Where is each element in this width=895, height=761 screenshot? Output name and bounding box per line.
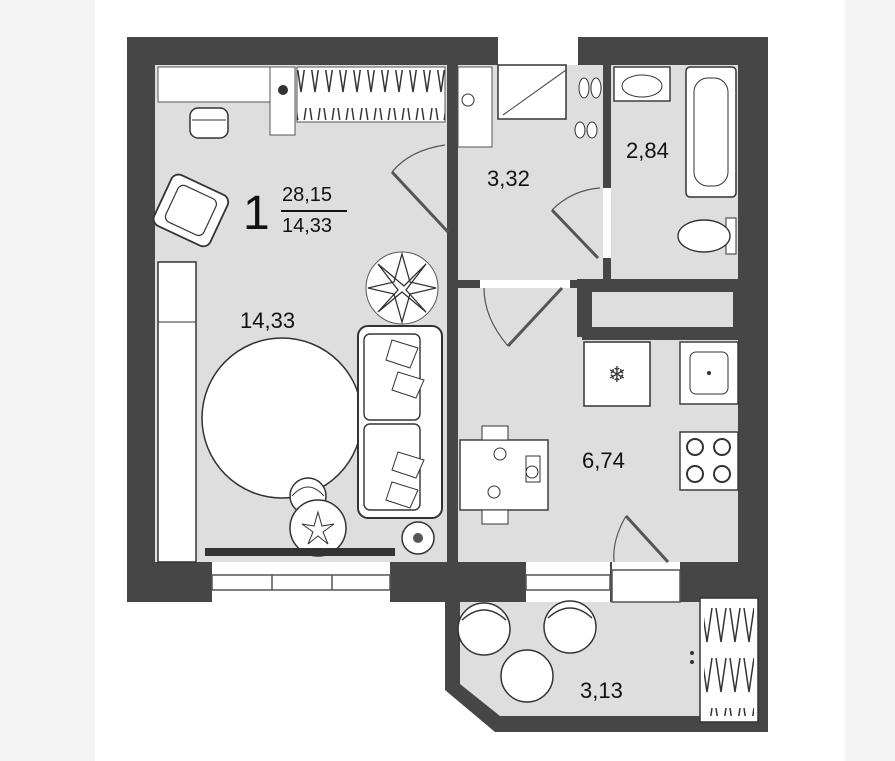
kitchen-sink-icon xyxy=(679,341,739,405)
stove-icon xyxy=(679,431,739,491)
kitchen-door xyxy=(483,286,564,348)
fridge: ❄ xyxy=(583,341,651,407)
rooms-count: 1 xyxy=(243,187,270,240)
right-background-strip xyxy=(845,0,895,761)
bathtub-icon xyxy=(685,66,737,198)
hallway-shelf xyxy=(457,66,493,148)
living-area: 14,33 xyxy=(282,215,333,237)
floor-lamp-icon xyxy=(401,521,435,555)
round-rug xyxy=(201,337,363,499)
toilet-icon xyxy=(677,217,737,255)
armchair-icon xyxy=(152,173,230,248)
kitchen-door-gap xyxy=(480,280,570,288)
balcony-door xyxy=(613,514,670,564)
washing-machine-icon xyxy=(278,85,288,95)
living-room-area: 14,33 xyxy=(240,308,296,333)
living-room-door xyxy=(390,144,450,234)
dining-table xyxy=(459,425,549,525)
bathroom-partition xyxy=(603,65,611,280)
freezer-icon: ❄ xyxy=(608,363,626,388)
hallway-area: 3,32 xyxy=(487,166,530,191)
sink-icon xyxy=(613,66,671,102)
total-area: 28,15 xyxy=(282,184,333,206)
area-fraction-line xyxy=(281,210,347,212)
shower-cabin xyxy=(497,64,567,120)
slippers-icon xyxy=(574,77,602,139)
sofa-icon xyxy=(357,325,443,519)
left-background-strip xyxy=(0,0,95,761)
office-chair-icon xyxy=(189,107,229,139)
openings xyxy=(212,37,680,602)
corridor-floor xyxy=(458,288,582,348)
bench xyxy=(205,548,395,556)
balcony-chairs xyxy=(457,600,597,703)
window-frames xyxy=(211,569,681,603)
balcony-dryer-rack xyxy=(690,597,759,723)
wardrobe xyxy=(157,66,446,136)
bathroom-door xyxy=(550,187,601,260)
tall-cabinet xyxy=(157,261,197,563)
storage-floor xyxy=(592,292,738,328)
bathroom-area: 2,84 xyxy=(626,138,669,163)
bathroom-door-gap xyxy=(603,188,611,258)
storage-wall xyxy=(577,279,743,337)
plant-icon xyxy=(365,251,439,325)
side-table-plant-icon xyxy=(289,499,347,557)
balcony-area: 3,13 xyxy=(580,678,623,703)
kitchen-area: 6,74 xyxy=(582,448,625,473)
